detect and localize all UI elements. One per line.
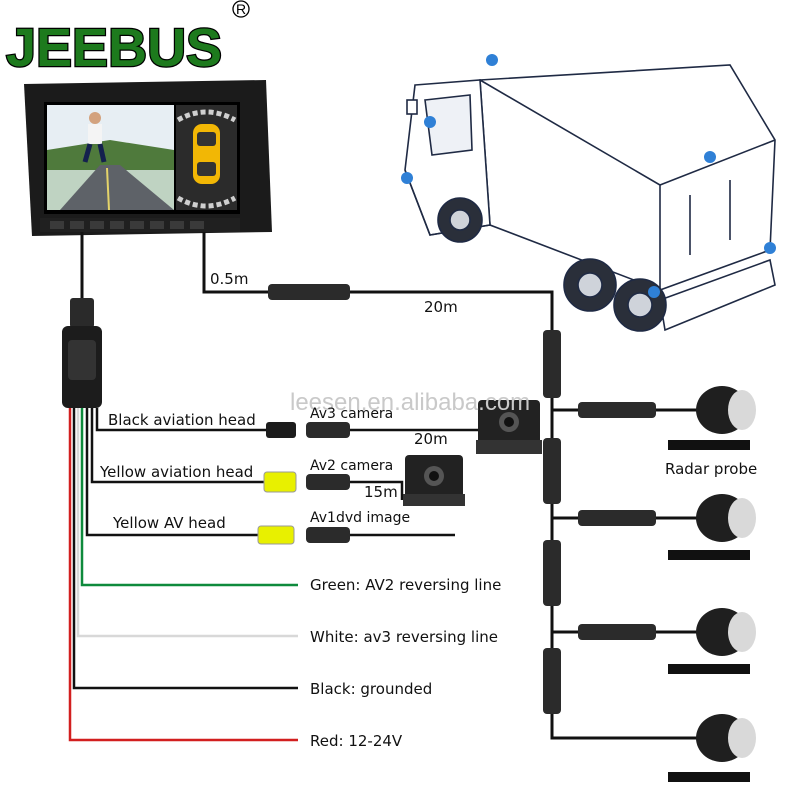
radar-probe-icon bbox=[668, 494, 756, 560]
yellow-aviation-label: Yellow aviation head bbox=[99, 463, 253, 481]
brand-logo: JEEBUS bbox=[6, 18, 222, 78]
av1-dvd-label: Av1dvd image bbox=[310, 510, 410, 526]
registered-mark-icon bbox=[232, 0, 250, 18]
av2-camera-label: Av2 camera bbox=[310, 458, 393, 474]
white-wire-label: White: av3 reversing line bbox=[310, 628, 498, 646]
yellow-av-label: Yellow AV head bbox=[112, 514, 226, 532]
harness-connector-icon bbox=[62, 298, 102, 408]
radar-chain-cable bbox=[550, 335, 700, 740]
aviation-connector-icons bbox=[268, 284, 656, 714]
monitor-lead-cable bbox=[202, 232, 268, 294]
yellow-aviation-plug-icon bbox=[263, 471, 297, 493]
av3-camera-label: Av3 camera bbox=[310, 406, 393, 422]
av2-camera-icon bbox=[403, 455, 465, 506]
red-wire-label: Red: 12-24V bbox=[310, 732, 403, 750]
sensor-marker-icons bbox=[401, 54, 776, 298]
monitor-icon bbox=[24, 80, 272, 236]
black-aviation-plug-icon bbox=[266, 422, 296, 438]
radar-trunk-cable bbox=[350, 290, 554, 335]
monitor-lead-length: 0.5m bbox=[210, 270, 248, 288]
black-aviation-label: Black aviation head bbox=[108, 411, 256, 429]
watermark: leesen.en.alibaba.com bbox=[290, 389, 530, 416]
av2-cable-length: 15m bbox=[364, 483, 398, 501]
radar-probe-icon bbox=[668, 386, 756, 450]
yellow-av-plug-icon bbox=[257, 525, 295, 545]
black-wire-label: Black: grounded bbox=[310, 680, 432, 698]
green-wire-label: Green: AV2 reversing line bbox=[310, 576, 501, 594]
registered-mark: R bbox=[236, 1, 246, 17]
radar-probe-icon bbox=[668, 714, 756, 782]
radar-trunk-length: 20m bbox=[424, 298, 458, 316]
av3-cable-length: 20m bbox=[414, 430, 448, 448]
av3-camera-icon bbox=[476, 400, 542, 454]
radar-probe-label: Radar probe bbox=[665, 460, 757, 478]
radar-probe-icon bbox=[668, 608, 756, 674]
